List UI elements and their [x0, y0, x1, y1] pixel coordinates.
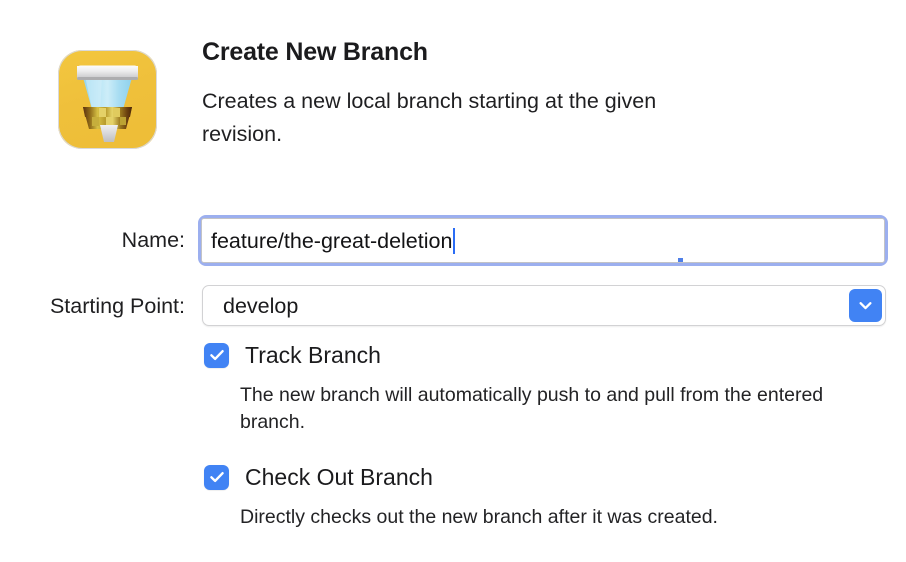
form-section: Name: feature/the-great-deletion Startin…	[0, 215, 906, 329]
name-label: Name:	[121, 228, 185, 252]
name-input-value: feature/the-great-deletion	[211, 228, 453, 253]
dialog-header: Create New Branch Creates a new local br…	[0, 0, 906, 180]
option-help-text: The new branch will automatically push t…	[240, 384, 824, 433]
name-input-focus-ring: feature/the-great-deletion	[198, 215, 888, 266]
starting-point-value: develop	[223, 293, 299, 318]
starting-point-select[interactable]: develop	[202, 285, 886, 326]
text-caret	[453, 227, 456, 254]
render-artifact-dot	[678, 258, 683, 262]
name-input[interactable]: feature/the-great-deletion	[201, 218, 885, 263]
starting-point-select-box[interactable]: develop	[202, 285, 886, 326]
option-track-branch[interactable]: Track Branch	[0, 340, 906, 370]
option-label: Track Branch	[245, 342, 381, 368]
tower-app-icon	[55, 47, 160, 152]
option-check-out-branch[interactable]: Check Out Branch	[0, 462, 906, 492]
name-row: Name: feature/the-great-deletion	[0, 215, 906, 271]
checkbox-checked-icon[interactable]	[204, 342, 229, 368]
header-text-block: Create New Branch Creates a new local br…	[202, 36, 802, 151]
checkbox-checked-icon[interactable]	[204, 464, 229, 490]
chevron-down-icon[interactable]	[849, 289, 882, 322]
page-title: Create New Branch	[202, 38, 428, 66]
option-help-text: Directly checks out the new branch after…	[240, 506, 718, 528]
options-section: Track Branch The new branch will automat…	[0, 340, 906, 531]
starting-point-row: Starting Point: develop	[0, 285, 906, 329]
option-label: Check Out Branch	[245, 464, 433, 490]
starting-point-label: Starting Point:	[49, 294, 185, 318]
dialog-description: Creates a new local branch starting at t…	[202, 89, 657, 146]
